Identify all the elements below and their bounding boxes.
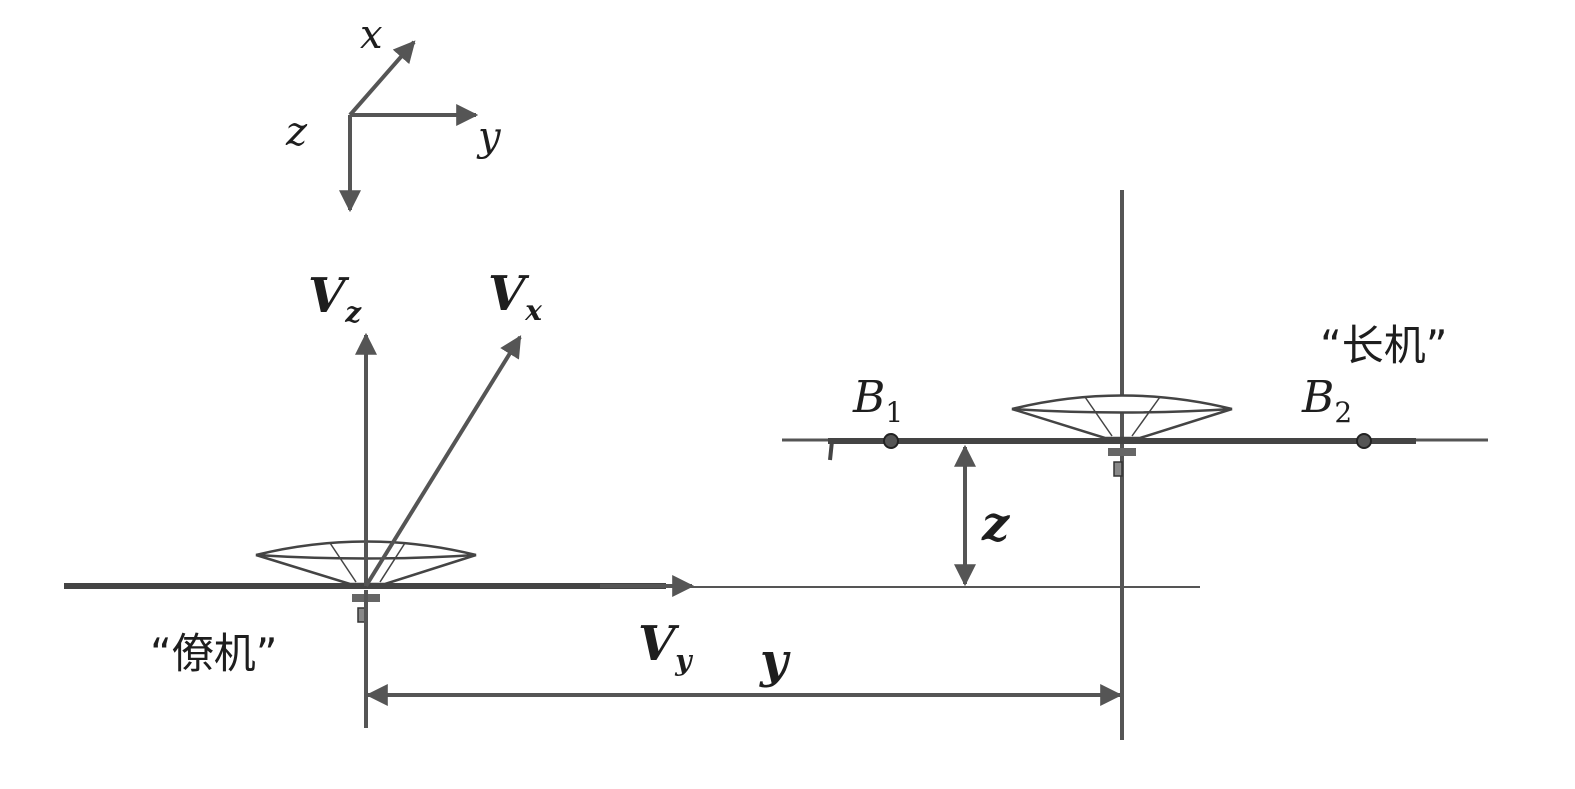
distance-markers <box>365 444 1123 706</box>
z-axis-label: z <box>285 109 308 155</box>
distance-z-label: z <box>981 496 1011 552</box>
leader-rotor-cone <box>1011 394 1233 440</box>
leader-drone <box>782 190 1488 740</box>
velocity-z-label: Vz <box>308 268 362 329</box>
velocity-vectors <box>355 332 695 597</box>
leader-label: “长机” <box>1320 321 1448 370</box>
leader-mount-b2 <box>1356 433 1372 449</box>
coordinate-frame <box>339 40 479 213</box>
leader-gimbal <box>1113 461 1123 477</box>
leader-hook <box>828 440 834 461</box>
y-axis-label: y <box>476 114 502 160</box>
leader-mount-b1 <box>883 433 899 449</box>
velocity-x-arrow <box>364 335 522 588</box>
x-axis-label: x <box>360 12 383 58</box>
distance-y-label: y <box>759 633 791 689</box>
leader-mount-b2-label: B2 <box>1301 372 1352 429</box>
x-axis-arrow <box>348 40 416 117</box>
velocity-y-label: Vy <box>638 616 693 677</box>
leader-mount-b1-label: B1 <box>852 372 903 429</box>
leader-hub <box>1108 448 1136 456</box>
wingman-label: “僚机” <box>150 629 278 678</box>
velocity-x-label: Vx <box>488 266 542 327</box>
